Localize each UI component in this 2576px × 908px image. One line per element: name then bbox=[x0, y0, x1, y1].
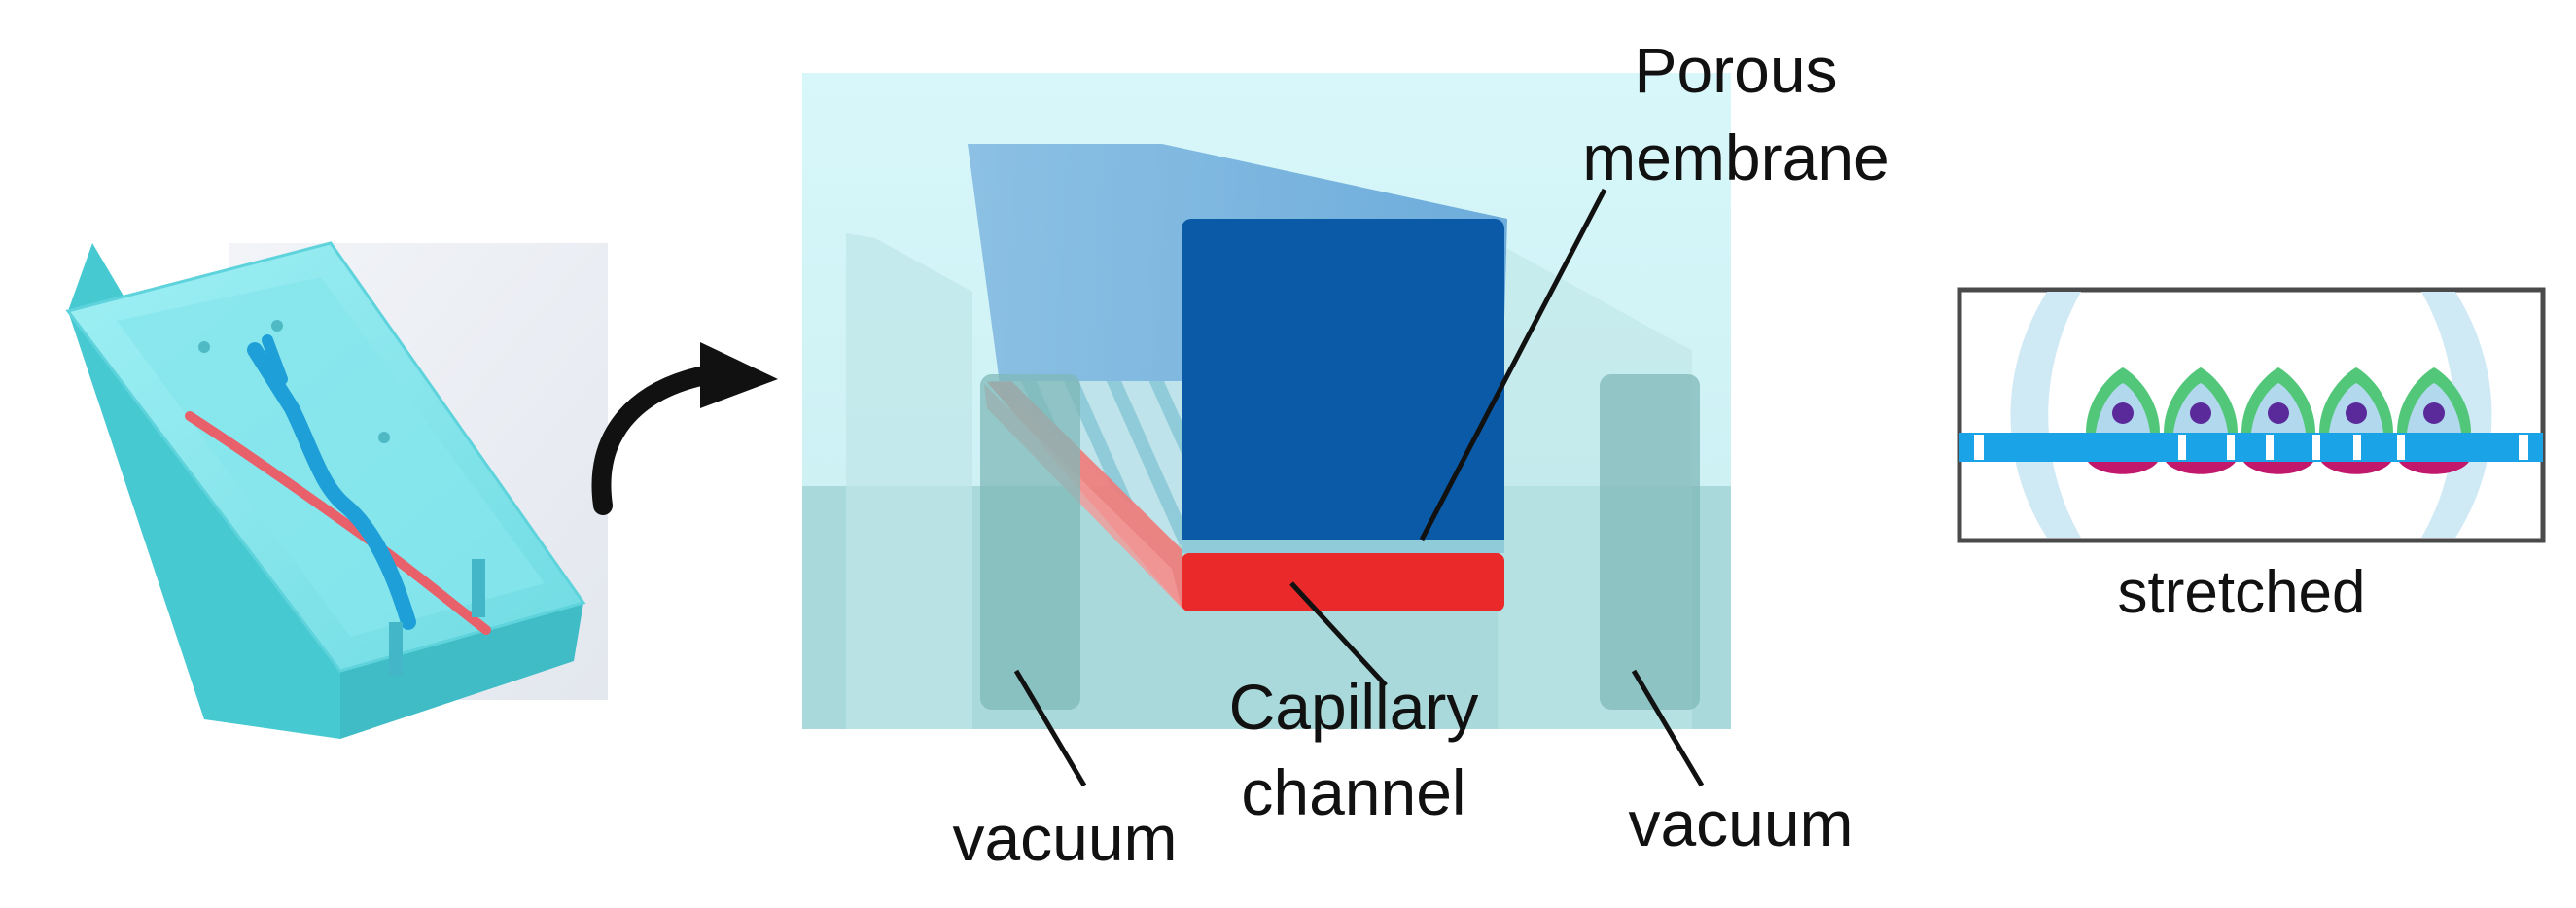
device-port bbox=[271, 320, 283, 332]
vacuum-chamber-right bbox=[1600, 374, 1700, 710]
stretched-label: stretched bbox=[2117, 559, 2365, 626]
membrane-front-edge bbox=[1182, 540, 1504, 553]
vacuum-left-label: vacuum bbox=[952, 802, 1177, 874]
device-port-tube bbox=[389, 622, 403, 676]
inset-cells bbox=[2086, 367, 2471, 474]
top-channel-front bbox=[1182, 219, 1504, 549]
device-port-tube bbox=[472, 559, 485, 617]
cell bbox=[2319, 367, 2393, 474]
cell bbox=[2086, 367, 2160, 474]
inset-membrane-pores bbox=[1974, 435, 2528, 460]
porous-membrane-leader bbox=[1419, 188, 1607, 541]
vacuum-chamber-left bbox=[980, 374, 1080, 710]
porous-membrane-label-line1: Porous bbox=[1634, 34, 1837, 106]
capillary-channel-label-line1: Capillary bbox=[1229, 671, 1479, 743]
stretched-inset bbox=[1957, 287, 2546, 543]
left-side-wall bbox=[846, 233, 972, 729]
device-port bbox=[198, 341, 210, 353]
vacuum-right-label: vacuum bbox=[1628, 787, 1853, 859]
device-blue-channel bbox=[247, 342, 416, 630]
cell bbox=[2397, 367, 2471, 474]
device-port bbox=[378, 432, 390, 443]
cross-section-illustration bbox=[802, 73, 1731, 729]
capillary-channel-label-line2: channel bbox=[1241, 756, 1465, 828]
device-inner-recess bbox=[117, 277, 545, 637]
device-front-face bbox=[340, 603, 583, 739]
porous-membrane-label-line2: membrane bbox=[1582, 122, 1888, 193]
vacuum-right-leader bbox=[1631, 669, 1705, 787]
cell bbox=[2164, 367, 2238, 474]
device-3d-illustration bbox=[65, 241, 608, 739]
inset-left-arc bbox=[2010, 292, 2081, 538]
curved-arrow bbox=[591, 342, 778, 515]
device-blue-channel-branch bbox=[262, 334, 288, 385]
arrow-head bbox=[700, 342, 778, 408]
arrow-shaft bbox=[591, 365, 720, 515]
cell bbox=[2241, 367, 2315, 474]
capillary-channel-front bbox=[1182, 553, 1504, 611]
vacuum-left-leader bbox=[1013, 669, 1087, 787]
capillary-channel-leader bbox=[1289, 581, 1388, 687]
inset-membrane bbox=[1959, 433, 2543, 462]
